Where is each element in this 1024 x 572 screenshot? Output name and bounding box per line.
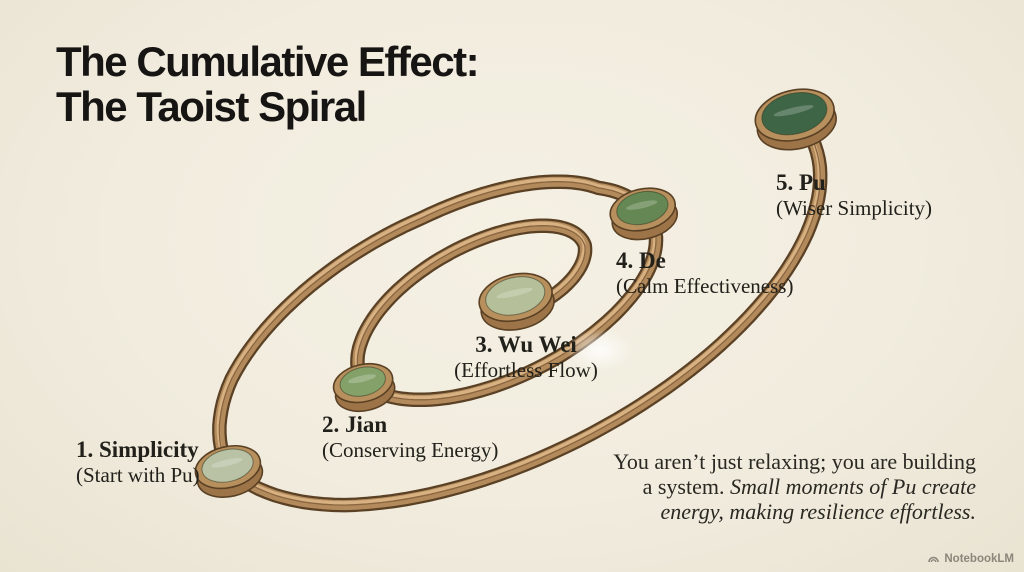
spiral-node-discs [194, 88, 837, 498]
node-name: 5. Pu [776, 170, 826, 195]
node-disc-3 [478, 272, 555, 331]
node-disc-4 [609, 187, 679, 241]
notebooklm-watermark: NotebookLM [927, 552, 1014, 565]
node-label-wu-wei: 3. Wu Wei (Effortless Flow) [406, 332, 646, 382]
page-title: The Cumulative Effect: The Taoist Spiral [56, 38, 480, 130]
quote-line2-regular: a system. [642, 474, 725, 499]
node-disc-1 [194, 445, 264, 498]
quote-line2-italic: Small moments of Pu create [724, 474, 976, 499]
crossing-glow [566, 329, 634, 371]
node-disc-5 [754, 88, 837, 151]
page-title-line2: The Taoist Spiral [56, 82, 367, 130]
page-title-line1: The Cumulative Effect: [56, 38, 480, 85]
notebooklm-label: NotebookLM [944, 552, 1014, 565]
quote-line2: a system. Small moments of Pu create [536, 474, 976, 499]
quote-line3: energy, making resilience effortless. [660, 499, 976, 524]
node-name: 2. Jian [322, 412, 388, 437]
spiral-band-highlight [216, 111, 821, 505]
quote-line1: You aren’t just relaxing; you are buildi… [613, 449, 976, 474]
wooden-spiral-band [212, 107, 828, 513]
node-label-simplicity: 1. Simplicity (Start with Pu) [76, 437, 200, 487]
node-label-de: 4. De (Calm Effectiveness) [616, 248, 793, 298]
node-subtitle: (Effortless Flow) [454, 358, 598, 382]
node-subtitle: (Conserving Energy) [322, 438, 499, 462]
node-subtitle: (Start with Pu) [76, 463, 200, 487]
node-name: 4. De [616, 248, 666, 273]
closing-quote: You aren’t just relaxing; you are buildi… [536, 449, 976, 524]
node-name: 1. Simplicity [76, 437, 199, 462]
notebooklm-logo-icon [928, 556, 940, 563]
node-disc-2 [332, 362, 396, 413]
node-name: 3. Wu Wei [475, 332, 577, 357]
node-subtitle: (Calm Effectiveness) [616, 274, 794, 298]
node-label-pu: 5. Pu (Wiser Simplicity) [776, 170, 932, 220]
node-subtitle: (Wiser Simplicity) [776, 196, 933, 220]
node-label-jian: 2. Jian (Conserving Energy) [322, 412, 498, 462]
spiral-band-seam [218, 114, 821, 506]
